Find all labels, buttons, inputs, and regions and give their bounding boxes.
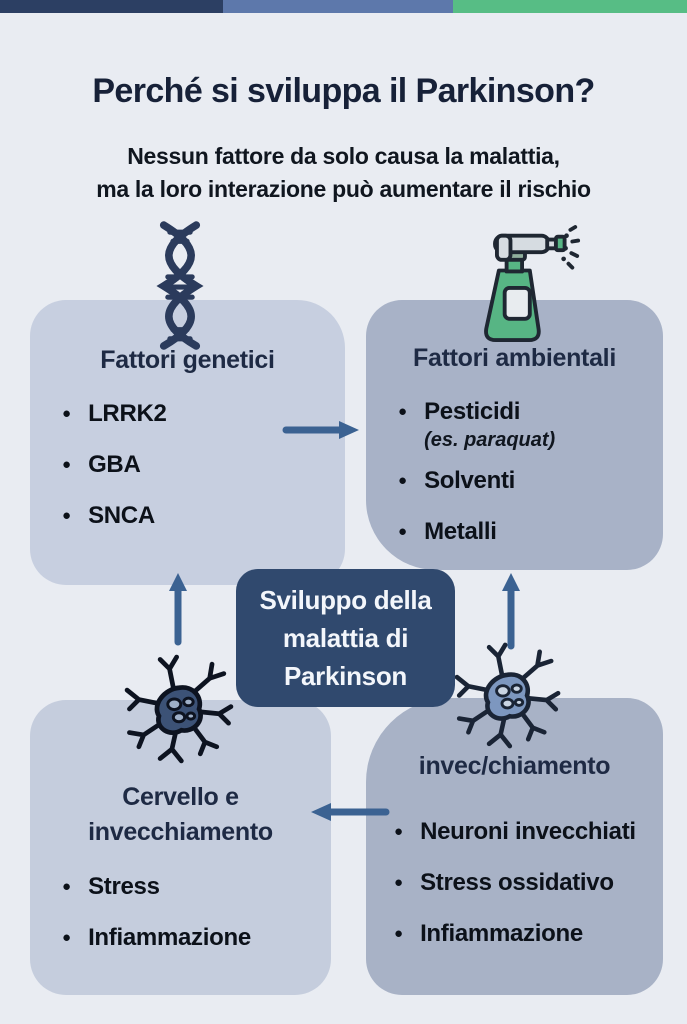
subtitle-line-1: Nessun fattore da solo causa la malattia… <box>127 143 560 169</box>
bullet-label: LRRK2 <box>88 400 167 427</box>
bullet-label: GBA <box>88 451 141 478</box>
aging-box-title: invec/chiamento <box>418 752 611 780</box>
brain-bullet-list: Stress Infiammazione <box>30 872 331 953</box>
bullet-item: LRRK2 <box>62 399 345 429</box>
brain-box-title: Cervello e invecchiamento <box>30 780 331 850</box>
environment-box-title: Fattori ambientali <box>413 344 616 372</box>
environmental-factors-box: Fattori ambientali Pesticidi (es. paraqu… <box>366 300 663 570</box>
bullet-dot <box>398 397 407 427</box>
bullet-dot <box>62 923 71 953</box>
bullet-label: SNCA <box>88 502 155 529</box>
subtitle-line-2: ma la loro interazione può aumentare il … <box>96 176 591 202</box>
page-title: Perché si sviluppa il Parkinson? <box>92 72 595 110</box>
environment-bullet-list: Pesticidi (es. paraquat) Solventi Metall… <box>366 397 663 547</box>
bullet-item: Stress <box>62 872 331 902</box>
bullet-item: SNCA <box>62 501 345 531</box>
page-subtitle: Nessun fattore da solo causa la malattia… <box>0 140 687 206</box>
bullet-item: Stress ossidativo <box>394 868 663 898</box>
brain-title-line-2: invecchiamento <box>88 818 273 846</box>
bullet-item: Infiammazione <box>62 923 331 953</box>
bullet-dot <box>62 399 71 429</box>
bullet-item: GBA <box>62 450 345 480</box>
brain-title-line-1: Cervello e <box>122 783 239 811</box>
aging-bullet-list: Neuroni invecchiati Stress ossidativo In… <box>366 817 663 949</box>
bullet-label: Neuroni invecchiati <box>420 818 636 845</box>
bullet-label: Solventi <box>424 467 516 494</box>
bullet-label: Pesticidi <box>424 398 521 425</box>
bullet-dot <box>62 872 71 902</box>
arrow-up-icon <box>169 573 187 646</box>
dna-icon <box>156 221 204 350</box>
bullet-dot <box>394 919 403 949</box>
bullet-label: Infiammazione <box>88 924 251 951</box>
bullet-label: Infiammazione <box>420 920 583 947</box>
arrow-right-icon <box>282 421 359 439</box>
top-bar-segment-green <box>453 0 687 13</box>
top-color-bar <box>0 0 687 13</box>
top-bar-segment-navy <box>0 0 223 13</box>
arrow-up-icon <box>502 573 520 650</box>
brain-aging-box: Cervello e invecchiamento Stress Infiamm… <box>30 700 331 995</box>
bullet-dot <box>62 450 71 480</box>
genetic-box-title: Fattori genetici <box>100 346 275 374</box>
center-box-line-3: Parkinson <box>283 661 407 691</box>
bullet-item: Neuroni invecchiati <box>394 817 663 847</box>
spray-bottle-icon <box>484 225 581 343</box>
arrow-left-icon <box>311 803 390 821</box>
center-box-line-1: Sviluppo della <box>259 585 432 615</box>
genetic-bullet-list: LRRK2 GBA SNCA <box>30 399 345 531</box>
bullet-label: Stress <box>88 873 160 900</box>
aging-box: invec/chiamento Neuroni invecchiati Stre… <box>366 698 663 995</box>
bullet-note: (es. paraquat) <box>424 429 556 451</box>
top-bar-segment-blue <box>222 0 454 13</box>
bullet-item: Pesticidi (es. paraquat) <box>398 397 663 452</box>
bullet-dot <box>62 501 71 531</box>
bullet-label: Metalli <box>424 518 497 545</box>
parkinson-development-box: Sviluppo della malattia di Parkinson <box>236 569 455 707</box>
bullet-label-group: Pesticidi (es. paraquat) <box>424 397 555 452</box>
bullet-label: Stress ossidativo <box>420 869 614 896</box>
bullet-item: Solventi <box>398 466 663 496</box>
bullet-dot <box>398 466 407 496</box>
neuron-icon <box>454 642 561 749</box>
neuron-icon <box>124 654 234 764</box>
bullet-dot <box>394 868 403 898</box>
genetic-factors-box: Fattori genetici LRRK2 GBA SNCA <box>30 300 345 585</box>
bullet-item: Metalli <box>398 517 663 547</box>
bullet-dot <box>394 817 403 847</box>
center-box-line-2: malattia di <box>282 623 409 653</box>
bullet-item: Infiammazione <box>394 919 663 949</box>
bullet-dot <box>398 517 407 547</box>
